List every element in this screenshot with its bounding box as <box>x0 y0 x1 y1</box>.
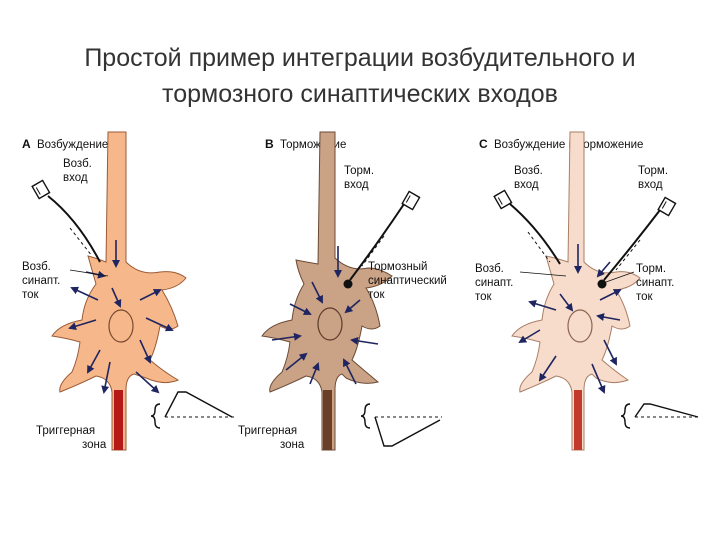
panel-c-exc-input-label: Возб. вход <box>514 165 546 191</box>
panel-b-trigger-zone <box>323 390 332 450</box>
panel-c-inh-dash <box>615 239 641 271</box>
title-line-1: Простой пример интеграции возбудительног… <box>84 44 636 72</box>
panel-b-current-label: Тормозный синаптический ток <box>368 261 450 301</box>
panel-c-inh-electrode-icon <box>657 196 677 217</box>
panel-c-exc-current-leader <box>519 271 567 277</box>
panel-c-inh-input-label: Торм. вход <box>638 165 671 191</box>
panel-b-current-dash <box>361 235 385 267</box>
panel-c-inh-input-axon <box>603 209 661 281</box>
panel-c-synapse <box>597 279 607 289</box>
panel-a-electrode-icon <box>31 179 51 200</box>
slide-title: Простой пример интеграции возбудительног… <box>0 40 720 112</box>
panel-b-neuron-soma <box>261 131 393 451</box>
panel-c-exc-electrode-icon <box>493 189 513 210</box>
panel-b-title: Торможение <box>280 139 346 151</box>
panel-b-input-axon <box>349 203 405 281</box>
panel-b-nucleus <box>317 307 343 341</box>
panel-a-neuron-soma <box>51 131 187 451</box>
panel-a-letter: A <box>22 137 31 151</box>
panel-c-current-arrows <box>518 244 622 394</box>
panel-c-voltage-trace <box>620 403 700 429</box>
panel-b-electrode-icon <box>401 190 421 211</box>
panel-b: B Торможение Торм <box>238 131 450 451</box>
panel-b-input-label: Торм. вход <box>344 165 377 191</box>
panel-c-inh-current-label: Торм. синапт. ток <box>636 263 678 303</box>
panel-a-current-leader <box>69 269 109 277</box>
panel-a-current-label: Возб. синапт. ток <box>22 261 64 301</box>
panel-b-synapse <box>343 279 353 289</box>
panel-c-inh-current-leader <box>605 271 635 283</box>
title-line-2: тормозного синаптических входов <box>162 80 558 108</box>
panel-c-trigger-zone <box>574 390 582 450</box>
panel-a-input-label: Возб. вход <box>63 158 95 184</box>
panel-b-voltage-trace <box>360 403 442 447</box>
panel-c-exc-input-axon <box>509 203 561 265</box>
panel-a: A Возбуждение <box>22 131 236 451</box>
panel-c: C Возбуждение и торможение <box>475 131 700 451</box>
panel-a-title: Возбуждение <box>37 139 108 151</box>
panel-c-exc-dash <box>527 231 551 263</box>
panel-a-input-axon <box>47 195 101 263</box>
panel-a-trigger-zone <box>114 390 123 450</box>
panel-c-title: Возбуждение и торможение <box>494 139 643 151</box>
panel-b-letter: B <box>265 137 274 151</box>
panel-c-letter: C <box>479 137 488 151</box>
panel-a-voltage-trace <box>150 391 236 429</box>
panel-c-exc-current-label: Возб. синапт. ток <box>475 263 517 303</box>
panel-b-trigger-label: Триггерная зона <box>238 425 305 451</box>
panel-a-trigger-label: Триггерная зона <box>36 425 107 451</box>
panel-a-current-arrows <box>68 240 174 394</box>
panel-a-nucleus <box>108 309 134 343</box>
panel-c-nucleus <box>567 309 593 343</box>
panel-b-current-arrows <box>271 246 379 385</box>
